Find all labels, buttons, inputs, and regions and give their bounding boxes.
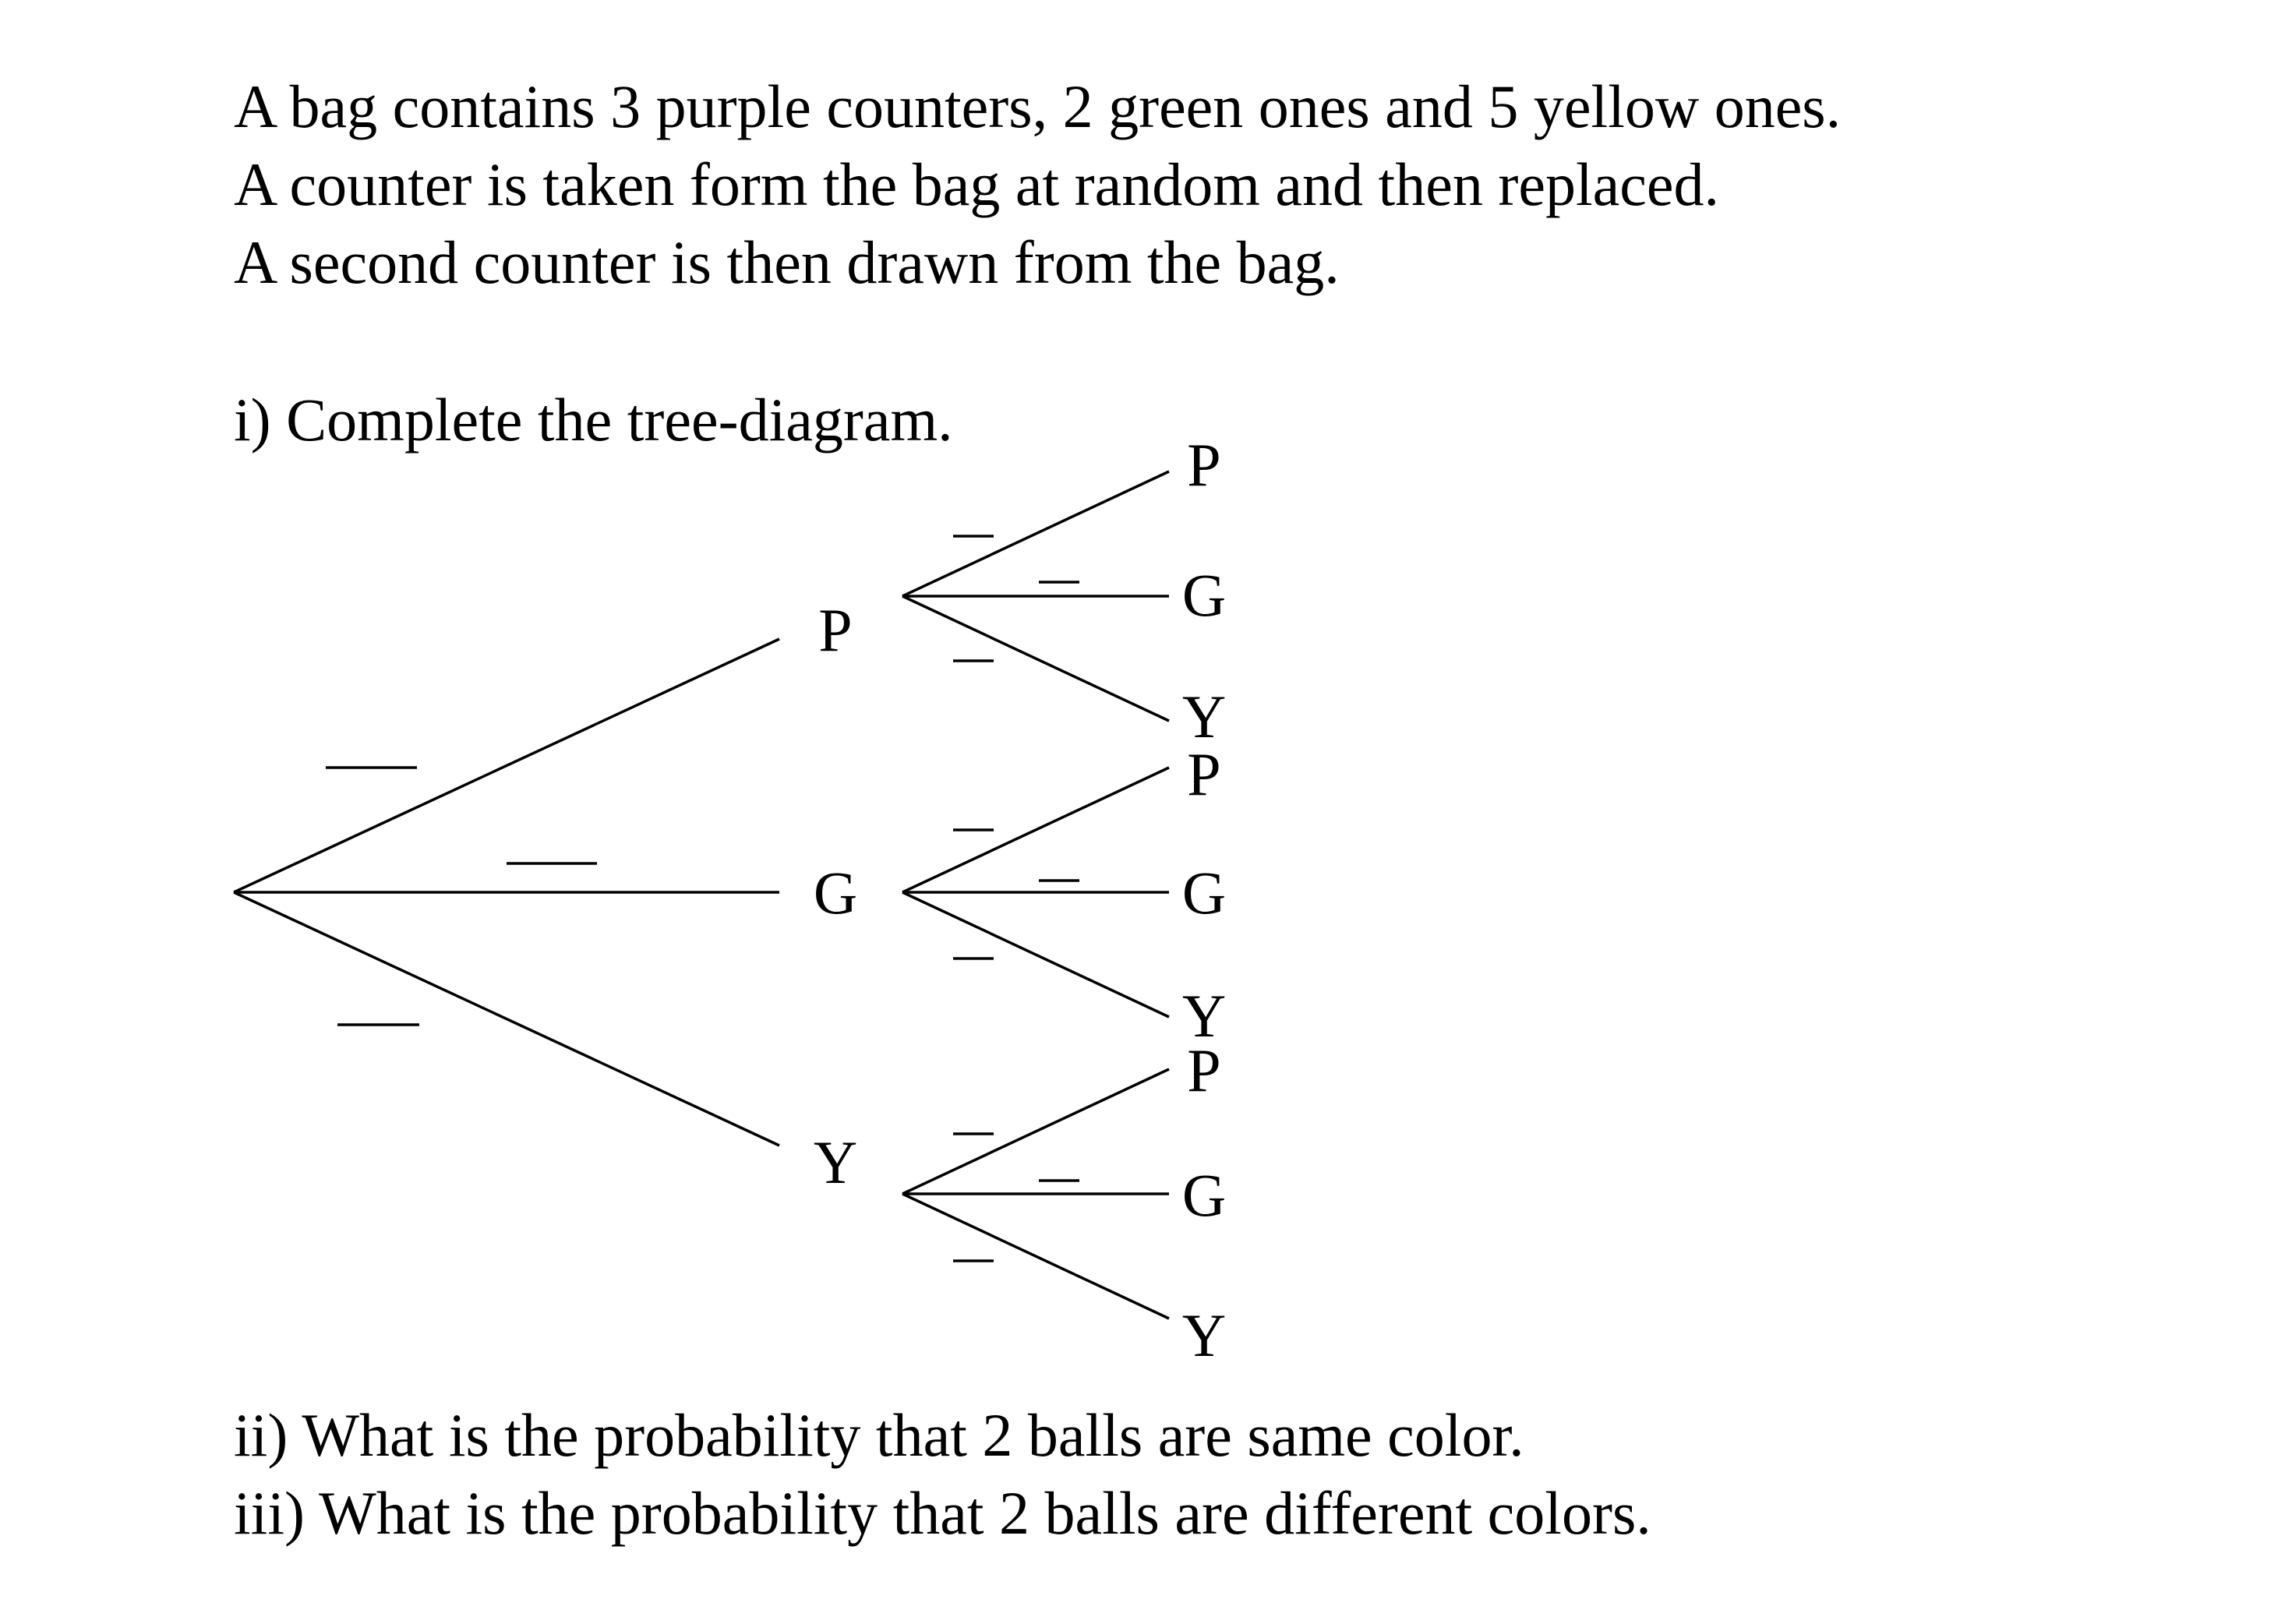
branch-y-to-y xyxy=(902,1192,1170,1320)
branch-root-to-p xyxy=(233,637,780,894)
branch-p-to-y xyxy=(902,595,1170,722)
second-draw-label-y: Y xyxy=(1182,982,1226,1050)
first-draw-label-y: Y xyxy=(814,1128,857,1196)
second-draw-label-g: G xyxy=(1182,561,1226,629)
second-draw-label-p: P xyxy=(1187,1036,1220,1104)
second-draw-label-y: Y xyxy=(1182,683,1226,750)
first-stage-branches xyxy=(233,637,780,1147)
question-ii: ii) What is the probability that 2 balls… xyxy=(234,1401,1524,1469)
second-stage-from-p: P G Y xyxy=(902,431,1226,750)
problem-line-3: A second counter is then drawn from the … xyxy=(234,228,1340,296)
branch-root-to-y xyxy=(233,891,780,1147)
second-stage-from-y: P G Y xyxy=(902,1036,1226,1369)
branch-p-to-p xyxy=(902,470,1170,598)
branch-g-to-y xyxy=(902,891,1170,1019)
question-i: i) Complete the tree-diagram. xyxy=(234,386,953,454)
second-draw-label-p: P xyxy=(1187,740,1220,808)
first-draw-label-p: P xyxy=(818,596,852,664)
second-draw-label-g: G xyxy=(1182,859,1226,927)
first-stage-blanks xyxy=(326,766,597,1026)
second-draw-label-y: Y xyxy=(1182,1301,1226,1369)
problem-line-1: A bag contains 3 purple counters, 2 gree… xyxy=(234,72,1842,140)
second-draw-label-g: G xyxy=(1182,1161,1226,1229)
problem-line-2: A counter is taken form the bag at rando… xyxy=(234,150,1719,218)
second-stage-from-g: P G Y xyxy=(902,740,1226,1050)
branch-y-to-p xyxy=(902,1068,1170,1195)
branch-g-to-p xyxy=(902,766,1170,894)
first-stage-labels: P G Y xyxy=(814,596,857,1196)
second-draw-label-p: P xyxy=(1187,431,1220,499)
question-iii: iii) What is the probability that 2 ball… xyxy=(234,1479,1651,1547)
first-draw-label-g: G xyxy=(814,859,857,927)
